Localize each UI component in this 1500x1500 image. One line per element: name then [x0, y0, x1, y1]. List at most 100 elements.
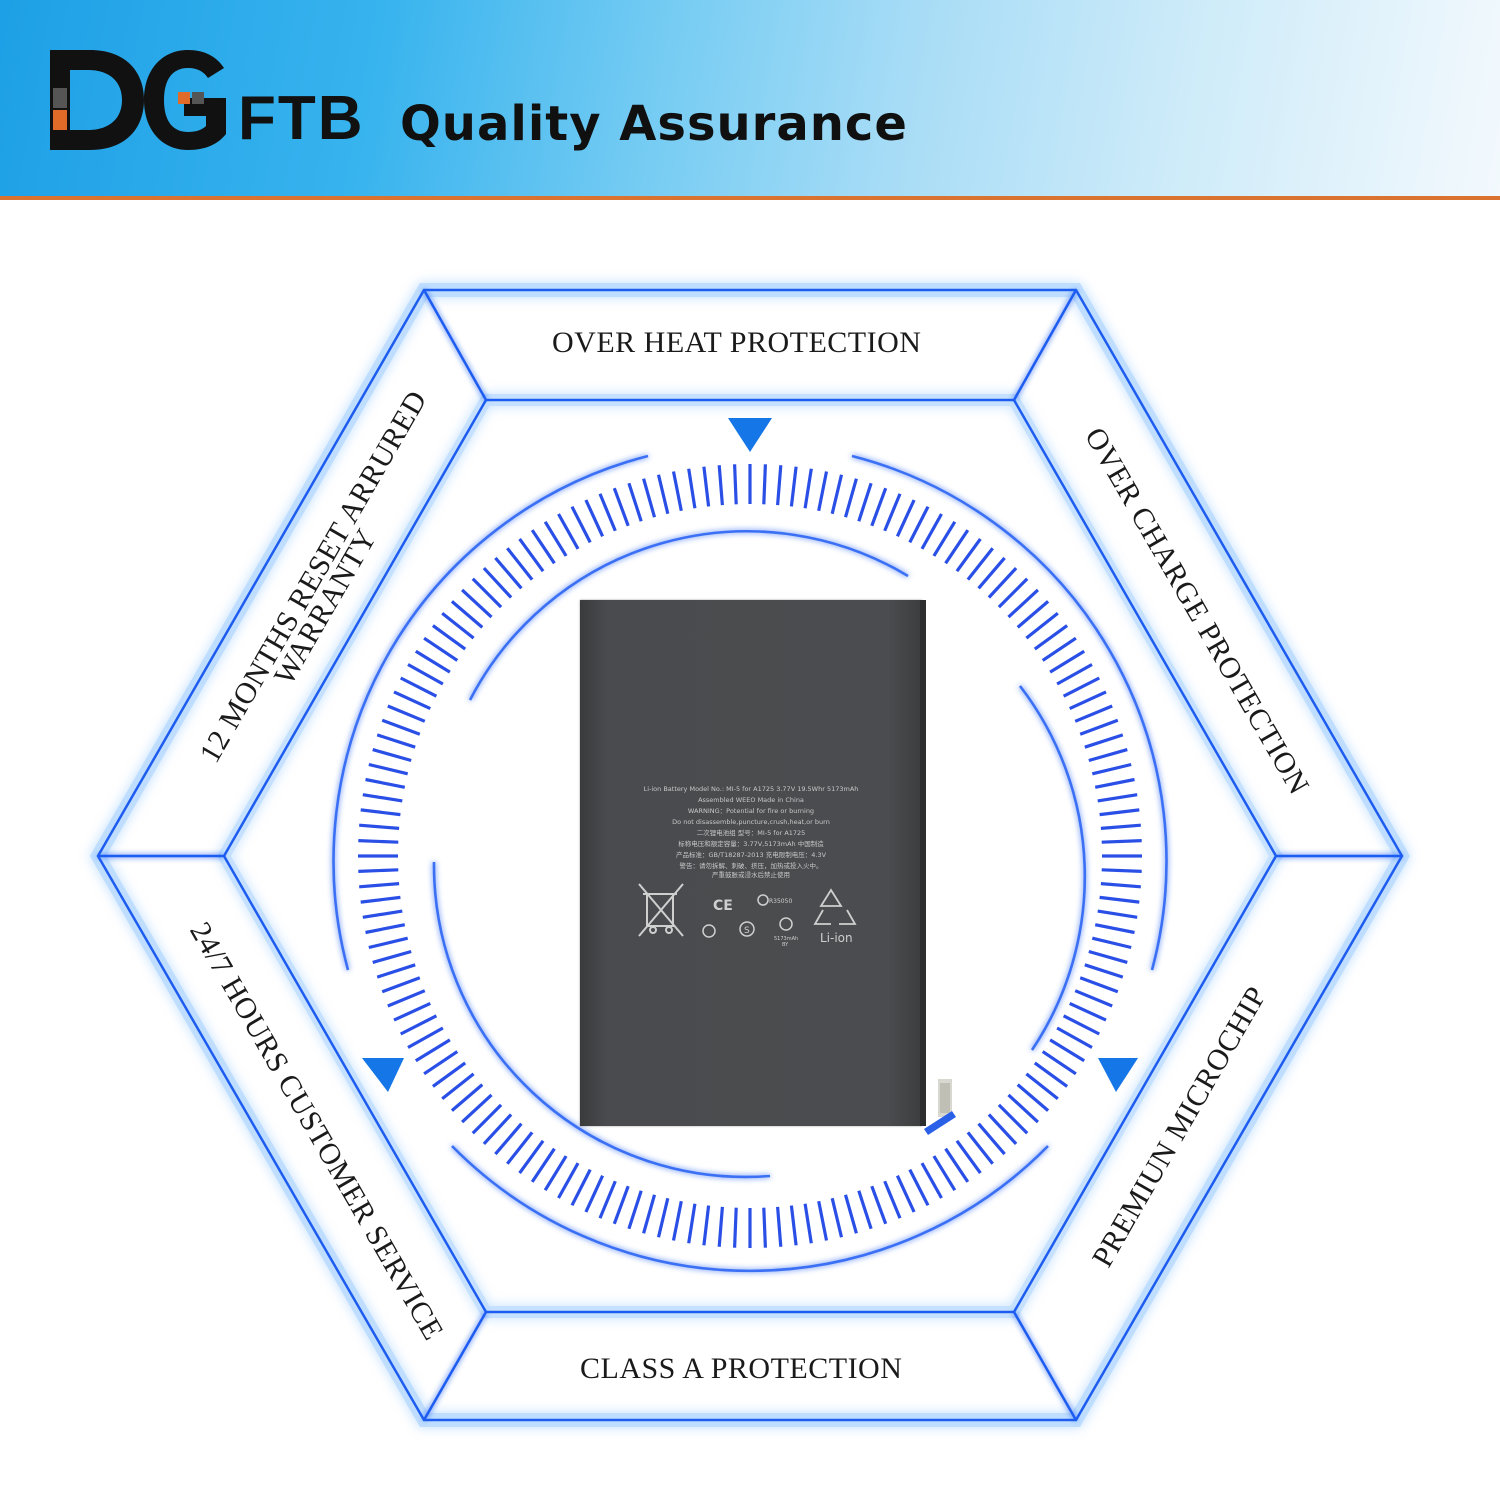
brand-suffix: FTB	[238, 84, 365, 153]
ring-tick	[1016, 1083, 1050, 1112]
ring-tick	[506, 547, 534, 581]
ring-tick	[977, 556, 1006, 590]
ring-tick	[441, 1072, 475, 1100]
page-title: Quality Assurance	[400, 96, 908, 152]
ring-tick	[803, 1203, 813, 1244]
ring-tick	[627, 1190, 643, 1230]
ring-tick	[997, 1103, 1029, 1135]
ring-tick	[399, 1014, 438, 1036]
ring-tick	[1041, 1050, 1077, 1076]
ring-tick	[932, 1155, 957, 1192]
capacity-sub: BY	[782, 942, 789, 948]
arrow-markers	[362, 418, 1138, 1092]
ring-tick	[1062, 676, 1101, 698]
ring-tick	[920, 1162, 943, 1199]
ring-tick	[530, 1147, 556, 1183]
ring-tick	[530, 529, 556, 565]
ring-tick	[494, 556, 523, 590]
ring-tick	[944, 529, 970, 565]
svg-text:S: S	[744, 926, 750, 936]
battery-spec-line: Do not disassemble,puncture,crush,heat,o…	[672, 818, 830, 826]
ring-tick	[431, 1061, 467, 1088]
ring-tick	[671, 471, 683, 512]
ring-tick	[368, 936, 409, 950]
battery-chemistry-label: Li-ion	[820, 931, 853, 945]
ring-tick	[987, 567, 1018, 599]
battery-symbols: CE S R35050 5173mAh BY	[638, 883, 857, 948]
ring-tick	[817, 1200, 829, 1241]
ring-tick	[506, 1131, 534, 1165]
ring-tick	[518, 1139, 545, 1175]
ring-tick	[908, 505, 930, 544]
ring-tick	[423, 636, 459, 662]
ring-tick	[1097, 793, 1138, 803]
ring-tick	[1084, 733, 1124, 749]
ring-tick	[570, 1168, 592, 1207]
battery-spec-line: Li-ion Battery Model No.: MI-5 for A1725…	[643, 785, 859, 793]
triangle-down-icon	[1098, 1058, 1138, 1092]
ring-tick	[376, 733, 416, 749]
ring-tick	[642, 478, 657, 518]
battery-spec-line: 严重鼓胀或浸水后禁止使用	[712, 871, 790, 879]
ring-tick	[1025, 1072, 1059, 1100]
ring-tick	[671, 1200, 683, 1241]
ring-tick	[359, 882, 400, 889]
ring-tick	[557, 513, 580, 550]
ring-tick	[656, 1197, 670, 1238]
ring-tick	[987, 1113, 1018, 1145]
ring-tick	[944, 1147, 970, 1183]
ring-tick	[966, 547, 994, 581]
ring-tick	[543, 1155, 568, 1192]
ring-tick	[1056, 1026, 1093, 1049]
ring-tick	[518, 537, 545, 573]
ring-tick	[857, 482, 873, 522]
ring-tick	[570, 505, 592, 544]
no-fire-icon	[702, 924, 716, 938]
ring-tick	[372, 748, 412, 763]
battery-spec-line: 标称电压和额定容量：3.77V,5173mAh 中国制造	[678, 840, 824, 848]
ring-tick	[762, 1207, 767, 1248]
ring-tick	[360, 895, 401, 904]
ring-tick	[381, 976, 421, 994]
ring-tick	[1062, 1014, 1101, 1036]
ring-tick	[381, 718, 421, 736]
ring-tick	[870, 1185, 888, 1225]
outer-arc-bottom	[451, 1145, 1049, 1273]
hexagon-spokes	[98, 289, 1402, 1421]
ring-tick	[1101, 839, 1142, 844]
ring-tick	[687, 1203, 697, 1244]
ring-tick	[1056, 663, 1093, 686]
ring-tick	[717, 465, 724, 506]
ring-tick	[883, 493, 902, 532]
ring-tick	[482, 1113, 513, 1145]
battery-spec-line: WARNING：Potential for fire or burning	[687, 807, 815, 815]
ring-tick	[471, 1103, 503, 1135]
capacity-mark: 5173mAh	[774, 936, 798, 942]
ring-tick	[494, 1122, 523, 1156]
ring-tick	[1101, 868, 1142, 873]
ring-tick	[414, 1038, 451, 1063]
ring-tick	[932, 520, 957, 557]
ring-tick	[368, 762, 409, 776]
ring-tick	[612, 487, 630, 527]
battery-spec-line: 产品标准：GB/T18287-2013 充电限制电压：4.3V	[675, 851, 827, 859]
ring-tick	[717, 1206, 724, 1247]
ring-tick	[376, 963, 416, 979]
ring-tick	[776, 465, 783, 506]
ring-tick	[1016, 600, 1050, 629]
ring-tick	[895, 1175, 916, 1213]
outer-arc-top-right	[851, 454, 1168, 971]
ring-tick	[393, 690, 431, 711]
ring-tick	[1041, 636, 1077, 662]
ring-tick	[441, 612, 475, 640]
ring-tick	[598, 1180, 617, 1219]
ring-tick	[803, 468, 813, 509]
ring-tick	[362, 793, 403, 803]
battery-spec-line: 警告：请勿拆解、刺破、挤压，加热或投入火中。	[679, 862, 823, 870]
feature-class-a-protection: CLASS A PROTECTION	[580, 1352, 903, 1385]
triangle-down-icon	[728, 418, 772, 452]
ring-tick	[359, 823, 400, 830]
ring-tick	[431, 624, 467, 651]
ring-tick	[789, 466, 798, 507]
